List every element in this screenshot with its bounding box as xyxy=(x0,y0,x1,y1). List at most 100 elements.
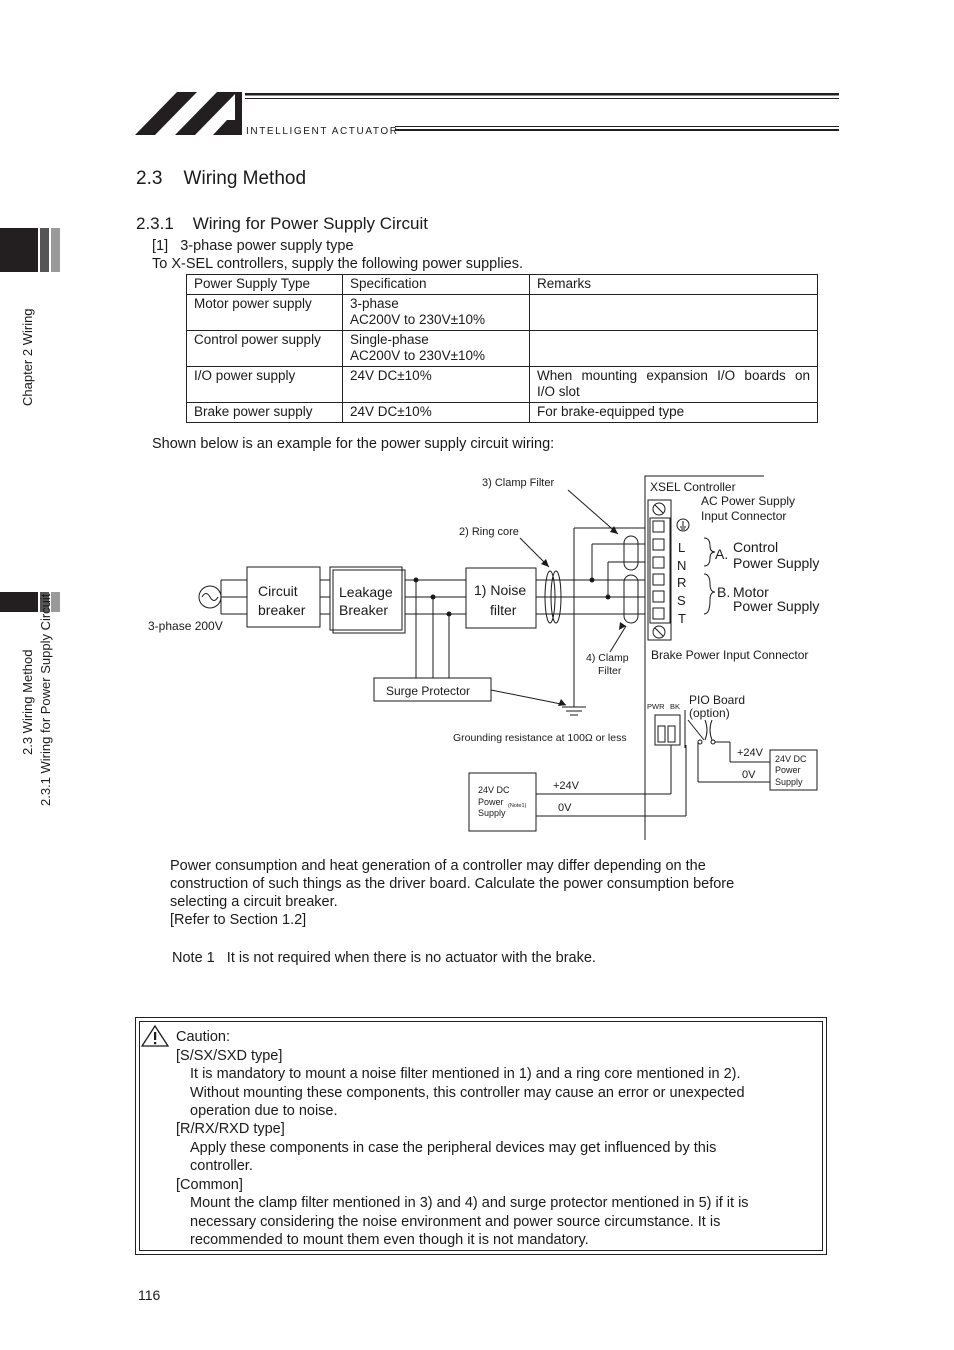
table-cell: 24V DC±10% xyxy=(342,366,530,403)
cell-line: Single-phase xyxy=(350,332,429,347)
brace-icon xyxy=(703,537,716,567)
table-cell: Brake power supply xyxy=(186,402,343,423)
caution-line: Apply these components in case the perip… xyxy=(190,1140,717,1156)
table-cell: Control power supply xyxy=(186,330,343,367)
caution-line: controller. xyxy=(190,1158,253,1174)
breaker-label-2: breaker xyxy=(258,602,306,618)
note-line: selecting a circuit breaker. xyxy=(170,894,338,910)
breaker-label-1: Circuit xyxy=(258,583,298,599)
section-title: Wiring Method xyxy=(183,168,307,189)
dc-right-label: Supply xyxy=(775,777,803,787)
ac-connector-label-1: AC Power Supply xyxy=(701,494,795,508)
page-number: 116 xyxy=(138,1287,161,1303)
brand-text: INTELLIGENT ACTUATOR xyxy=(246,126,399,137)
table-header-row: Power Supply Type Specification Remarks xyxy=(186,274,818,295)
ring-core-label: 2) Ring core xyxy=(459,526,519,538)
a-text-1: Control xyxy=(733,539,778,555)
power-supply-table: Power Supply Type Specification Remarks … xyxy=(186,274,818,423)
grounding-label: Grounding resistance at 100Ω or less xyxy=(453,732,627,744)
pio-label-1: PIO Board xyxy=(689,693,745,707)
section-tab xyxy=(0,592,38,612)
dc-left-label: Supply xyxy=(478,808,506,818)
a-text-2: Power Supply xyxy=(733,555,819,571)
note-1: Note 1 It is not required when there is … xyxy=(172,950,596,966)
note-line: construction of such things as the drive… xyxy=(170,876,735,892)
table-cell xyxy=(529,330,818,367)
bk-label: BK xyxy=(670,702,680,711)
caution-heading: [S/SX/SXD type] xyxy=(176,1048,283,1064)
plus24-left: +24V xyxy=(553,780,580,792)
caution-line: operation due to noise. xyxy=(190,1103,338,1119)
item-heading: [1] 3-phase power supply type xyxy=(152,237,354,255)
terminal-label: L xyxy=(678,540,685,555)
b-label: B. xyxy=(717,584,730,600)
a-label: A. xyxy=(715,546,728,562)
zero-right: 0V xyxy=(742,769,756,781)
tab-bar xyxy=(40,592,49,612)
caution-box: Caution: [S/SX/SXD type] It is mandatory… xyxy=(135,1017,827,1255)
table-cell: For brake-equipped type xyxy=(529,402,818,423)
caution-inner-border xyxy=(139,1021,823,1251)
note1-tag: (Note1) xyxy=(508,803,527,809)
chapter-label: Chapter 2 Wiring xyxy=(20,308,35,406)
noise-label-2: filter xyxy=(490,602,517,618)
caution-line: Mount the clamp filter mentioned in 3) a… xyxy=(190,1195,749,1211)
source-label: 3-phase 200V xyxy=(148,619,223,633)
screw-icon xyxy=(652,625,666,639)
logo-mark xyxy=(135,92,839,135)
table-header: Power Supply Type xyxy=(186,274,343,295)
xsel-label: XSEL Controller xyxy=(650,480,736,494)
table-header: Remarks xyxy=(529,274,818,295)
surge-label: Surge Protector xyxy=(386,684,470,698)
clamp-filter-4-label-1: 4) Clamp xyxy=(586,652,629,664)
section-label: 2.3 Wiring Method xyxy=(20,649,35,756)
caution-line: Without mounting these components, this … xyxy=(190,1085,745,1101)
subsection-number: 2.3.1 xyxy=(136,214,174,233)
dc-right-label: 24V DC xyxy=(775,754,807,764)
leakage-label-1: Leakage xyxy=(339,584,393,600)
sine-icon xyxy=(201,593,219,601)
b-text-2: Power Supply xyxy=(733,598,819,614)
note-line: Power consumption and heat generation of… xyxy=(170,858,706,874)
pio-label-2: (option) xyxy=(689,706,730,720)
clamp-filter-4-label-2: Filter xyxy=(598,665,622,677)
subsection-title: Wiring for Power Supply Circuit xyxy=(192,214,428,233)
leakage-label-2: Breaker xyxy=(339,602,388,618)
section-heading: 2.3 Wiring Method xyxy=(136,168,306,190)
terminal-label: N xyxy=(677,558,686,573)
ac-connector-label-2: Input Connector xyxy=(701,509,786,523)
cell-line: 3-phase xyxy=(350,296,399,311)
note-line: [Refer to Section 1.2] xyxy=(170,912,307,928)
caution-heading: [Common] xyxy=(176,1177,243,1193)
tab-bar xyxy=(51,228,60,272)
junction-dots xyxy=(413,526,626,706)
tab-bar xyxy=(51,592,60,612)
tab-bar xyxy=(40,228,49,272)
plus24-right: +24V xyxy=(737,747,764,759)
caution-line: necessary considering the noise environm… xyxy=(190,1214,721,1230)
dc-left-label: Power xyxy=(478,797,504,807)
brake-connector-label: Brake Power Input Connector xyxy=(651,648,808,662)
leakage-breaker-box xyxy=(329,566,403,631)
notes-paragraph: Power consumption and heat generation of… xyxy=(170,857,810,929)
terminal-label: T xyxy=(678,611,686,626)
table-cell: 24V DC±10% xyxy=(342,402,530,423)
table-row: Brake power supply 24V DC±10% For brake-… xyxy=(186,402,818,423)
cell-line: AC200V to 230V±10% xyxy=(350,348,485,363)
clamp-filter-3 xyxy=(623,535,639,571)
cell-line: When mounting expansion I/O boards on xyxy=(537,368,810,383)
cell-line: I/O slot xyxy=(537,384,580,399)
clamp-filter-4 xyxy=(623,574,639,624)
noise-filter-box xyxy=(465,567,537,629)
terminal-label: R xyxy=(677,575,686,590)
zero-left: 0V xyxy=(558,802,572,814)
item-title: 3-phase power supply type xyxy=(180,238,354,254)
intro-text: To X-SEL controllers, supply the followi… xyxy=(152,256,524,272)
dc-right-label: Power xyxy=(775,765,801,775)
table-cell: Motor power supply xyxy=(186,294,343,331)
chapter-tab xyxy=(0,228,38,272)
